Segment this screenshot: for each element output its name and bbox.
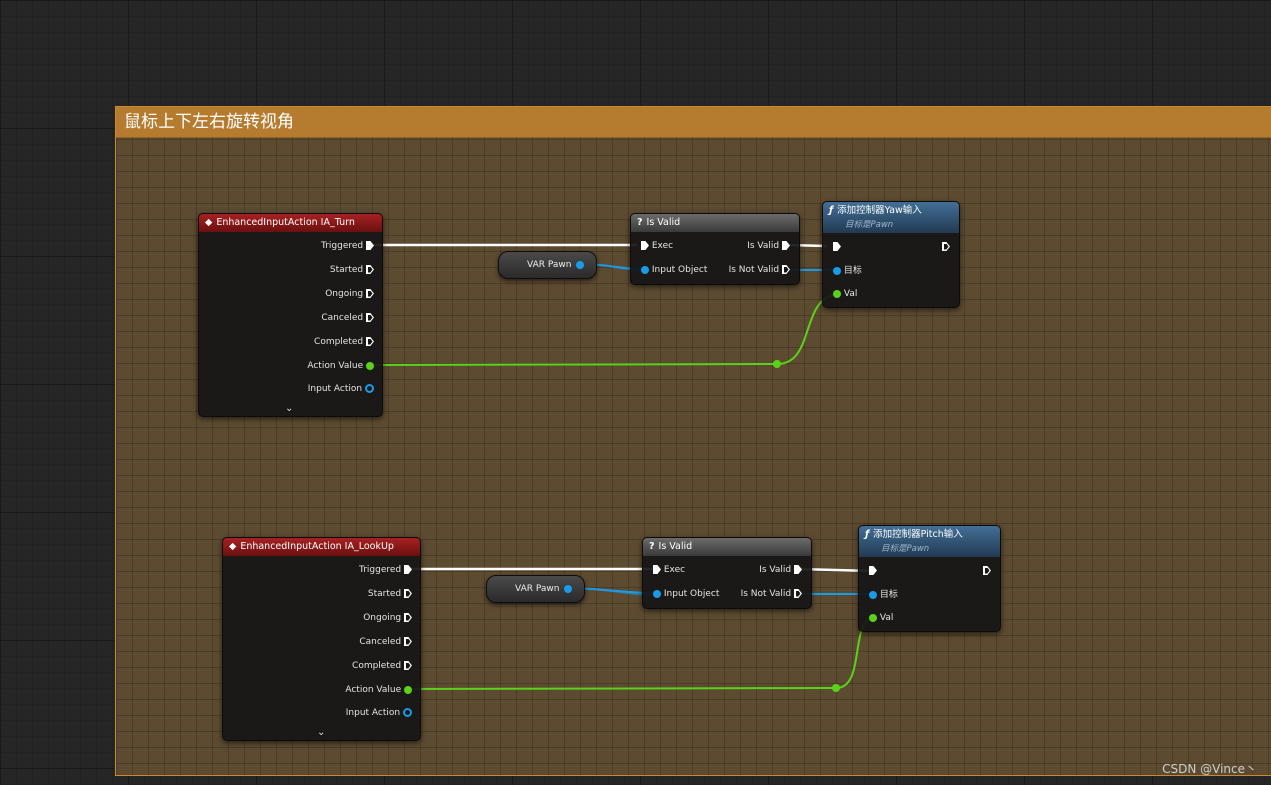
event-node-ia-lookup[interactable]: ◆EnhancedInputAction IA_LookUp Triggered…	[222, 537, 421, 741]
event-diamond-icon: ◆	[229, 541, 237, 552]
exec-pin-icon[interactable]	[366, 313, 374, 322]
vector-pin-icon[interactable]	[833, 289, 841, 298]
pin-action-value[interactable]: Action Value	[307, 359, 374, 373]
is-valid-header[interactable]: ?Is Valid	[631, 214, 799, 232]
function-subtitle: 目标是Pawn	[845, 220, 894, 230]
function-subtitle: 目标是Pawn	[881, 544, 930, 554]
pin-triggered[interactable]: Triggered	[359, 563, 412, 577]
pin-exec-in[interactable]: Exec	[641, 239, 673, 253]
is-valid-header[interactable]: ?Is Valid	[643, 538, 811, 556]
object-pin-icon[interactable]	[641, 265, 649, 274]
event-node-header[interactable]: ◆EnhancedInputAction IA_LookUp	[223, 538, 420, 556]
pin-val[interactable]: Val	[869, 611, 893, 625]
pin-input-object[interactable]: Input Object	[641, 263, 707, 277]
pin-triggered[interactable]: Triggered	[321, 239, 374, 253]
function-title: 添加控制器Pitch输入	[873, 529, 963, 540]
chevron-down-icon[interactable]: ⌄	[317, 727, 326, 738]
pin-exec-in[interactable]	[869, 564, 877, 578]
exec-pin-icon[interactable]	[942, 242, 950, 251]
object-pin-icon[interactable]	[403, 708, 412, 717]
pin-completed[interactable]: Completed	[314, 335, 374, 349]
pin-val[interactable]: Val	[833, 287, 857, 301]
is-valid-node[interactable]: ?Is Valid Exec Input Object Is Valid Is …	[630, 213, 800, 285]
event-node-title: EnhancedInputAction IA_Turn	[216, 217, 355, 228]
event-diamond-icon: ◆	[205, 217, 213, 228]
is-valid-title: Is Valid	[658, 541, 693, 552]
exec-pin-icon[interactable]	[404, 589, 412, 598]
exec-pin-icon[interactable]	[404, 565, 412, 574]
exec-pin-icon[interactable]	[869, 566, 877, 575]
pin-target[interactable]: 目标	[833, 264, 862, 278]
object-pin-icon[interactable]	[365, 384, 374, 393]
pin-input-action[interactable]: Input Action	[346, 706, 412, 720]
vector-pin-icon[interactable]	[366, 361, 374, 370]
exec-pin-icon[interactable]	[653, 565, 661, 574]
function-icon: ƒ	[829, 205, 834, 216]
exec-pin-icon[interactable]	[404, 661, 412, 670]
exec-pin-icon[interactable]	[833, 242, 841, 251]
pin-input-action[interactable]: Input Action	[308, 382, 374, 396]
pin-canceled[interactable]: Canceled	[321, 311, 374, 325]
exec-pin-icon[interactable]	[404, 613, 412, 622]
pin-is-valid[interactable]: Is Valid	[747, 239, 790, 253]
event-node-title: EnhancedInputAction IA_LookUp	[240, 541, 394, 552]
pin-action-value[interactable]: Action Value	[345, 683, 412, 697]
exec-pin-icon[interactable]	[366, 265, 374, 274]
object-pin-icon[interactable]	[564, 585, 572, 593]
variable-label: VAR Pawn	[527, 260, 572, 270]
object-pin-icon[interactable]	[653, 589, 661, 598]
pin-exec-in[interactable]: Exec	[653, 563, 685, 577]
question-icon: ?	[649, 541, 655, 552]
question-icon: ?	[637, 217, 643, 228]
variable-node-pawn[interactable]: VAR Pawn	[486, 575, 585, 603]
event-node-header[interactable]: ◆EnhancedInputAction IA_Turn	[199, 214, 382, 232]
vector-pin-icon[interactable]	[869, 613, 877, 622]
pin-is-not-valid[interactable]: Is Not Valid	[741, 587, 802, 601]
object-pin-icon[interactable]	[576, 261, 584, 269]
pin-is-valid[interactable]: Is Valid	[759, 563, 802, 577]
pin-exec-out[interactable]	[983, 564, 991, 578]
watermark: CSDN @Vince丶	[1162, 762, 1257, 776]
exec-pin-icon[interactable]	[366, 337, 374, 346]
exec-pin-icon[interactable]	[366, 289, 374, 298]
pin-target[interactable]: 目标	[869, 588, 898, 602]
vector-pin-icon[interactable]	[404, 685, 412, 694]
pin-exec-out[interactable]	[942, 240, 950, 254]
function-icon: ƒ	[865, 529, 870, 540]
is-valid-node[interactable]: ?Is Valid Exec Input Object Is Valid Is …	[642, 537, 812, 609]
comment-title[interactable]: 鼠标上下左右旋转视角	[116, 107, 1271, 138]
pin-started[interactable]: Started	[330, 263, 374, 277]
exec-pin-icon[interactable]	[983, 566, 991, 575]
pin-exec-in[interactable]	[833, 240, 841, 254]
pin-input-object[interactable]: Input Object	[653, 587, 719, 601]
object-pin-icon[interactable]	[833, 266, 841, 275]
variable-node-pawn[interactable]: VAR Pawn	[498, 251, 597, 279]
exec-pin-icon[interactable]	[782, 265, 790, 274]
exec-pin-icon[interactable]	[794, 565, 802, 574]
exec-pin-icon[interactable]	[794, 589, 802, 598]
pin-is-not-valid[interactable]: Is Not Valid	[729, 263, 790, 277]
pin-started[interactable]: Started	[368, 587, 412, 601]
exec-pin-icon[interactable]	[782, 241, 790, 250]
pin-ongoing[interactable]: Ongoing	[325, 287, 374, 301]
variable-label: VAR Pawn	[515, 584, 560, 594]
exec-pin-icon[interactable]	[641, 241, 649, 250]
event-node-ia-turn[interactable]: ◆EnhancedInputAction IA_Turn Triggered S…	[198, 213, 383, 417]
pin-ongoing[interactable]: Ongoing	[363, 611, 412, 625]
is-valid-title: Is Valid	[646, 217, 681, 228]
pin-completed[interactable]: Completed	[352, 659, 412, 673]
function-title: 添加控制器Yaw输入	[837, 205, 922, 216]
object-pin-icon[interactable]	[869, 590, 877, 599]
exec-pin-icon[interactable]	[366, 241, 374, 250]
pin-canceled[interactable]: Canceled	[359, 635, 412, 649]
chevron-down-icon[interactable]: ⌄	[285, 403, 294, 414]
exec-pin-icon[interactable]	[404, 637, 412, 646]
